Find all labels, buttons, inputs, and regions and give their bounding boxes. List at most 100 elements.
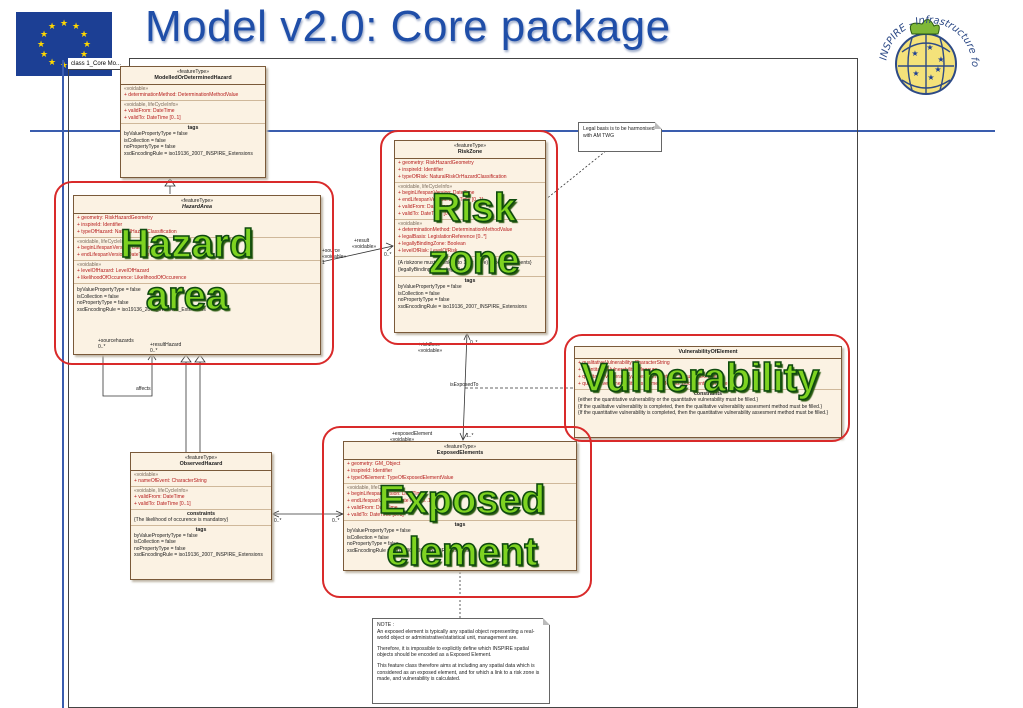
section-label: «voidable, lifeCycleInfo» <box>398 184 453 190</box>
svg-text:★: ★ <box>60 61 68 71</box>
attribute: + typeOfRisk: NaturalRiskOrHazardClassif… <box>398 174 507 180</box>
svg-text:★: ★ <box>48 58 56 68</box>
attribute: + inspireId: Identifier <box>398 167 444 173</box>
class-stereotype: «featureType» <box>454 143 486 149</box>
attribute: + validTo: DateTime [0..1] <box>134 501 191 507</box>
generalization-arrowhead-2 <box>194 354 206 363</box>
tag: isCollection = false <box>77 293 119 300</box>
attribute: + validFrom: DateTime <box>124 108 175 114</box>
assoc-label-affects: affects <box>136 386 151 392</box>
tag: xsdEncodingRule = iso19136_2007_INSPIRE_… <box>124 150 253 157</box>
class-name: HazardArea <box>182 204 212 210</box>
tag: isCollection = false <box>134 539 176 546</box>
assoc-label-mult2: 0..* <box>384 252 392 258</box>
tag: xsdEncodingRule = iso19136_2007_INSPIRE_… <box>347 547 476 554</box>
constraint: {A riskzone must be linked to 1 (or more… <box>398 260 532 266</box>
overlay-label-vulnerability: Vulnerability <box>580 356 820 400</box>
highlight-hazard-area <box>54 181 334 365</box>
class-exposed-elements[interactable]: «featureType»ExposedElements + geometry:… <box>343 441 577 571</box>
class-modelled-hazard[interactable]: «featureType»ModelledOrDeterminedHazard … <box>120 66 266 178</box>
tag: xsdEncodingRule = iso19136_2007_INSPIRE_… <box>134 552 263 559</box>
constraint: {either the quantitative vulnerability o… <box>578 397 759 403</box>
assoc-label-resulthazard: +resultHazard <box>150 342 182 348</box>
tag: xsdEncodingRule = iso19136_2007_INSPIRE_… <box>77 306 206 313</box>
class-name: ModelledOrDeterminedHazard <box>154 75 232 81</box>
tags-title: tags <box>187 125 199 131</box>
assoc-label-voidable4: «voidable» <box>390 437 415 443</box>
class-name: RiskZone <box>457 149 483 155</box>
attribute: + geometry: GM_Object <box>347 461 401 467</box>
overlay-hazard-line1: Hazard <box>119 222 254 266</box>
overlay-label-risk: Risk zone <box>414 186 534 282</box>
inspire-logo: ★★★ ★★★ INSPIRE - Infrastructure for Spa… <box>863 0 988 114</box>
class-risk-zone[interactable]: «featureType»RiskZone + geometry: RiskHa… <box>394 140 546 333</box>
class-stereotype: «featureType» <box>185 455 217 461</box>
overlay-risk-line1: Risk <box>431 186 517 230</box>
tag: noPropertyType = false <box>398 297 450 304</box>
class-name: VulnerabilityOfElement <box>678 349 738 355</box>
attribute: + typeOfHazard: NaturalHazardClassificat… <box>77 229 177 235</box>
constraint: {If the quantitative vulnerability is co… <box>578 410 829 417</box>
assoc-label-voidable1: «voidable» <box>322 254 347 260</box>
note-legal-basis: Legal basis is to be harmonised with AM … <box>578 122 662 152</box>
attribute: + validFrom: DateTime <box>347 505 398 511</box>
assoc-label-voidable2: «voidable» <box>352 244 377 250</box>
section-label: «voidable» <box>398 221 423 227</box>
overlay-hazard-line2: area <box>145 274 229 318</box>
attribute: + validFrom: DateTime <box>134 494 185 500</box>
attribute: + inspireId: Identifier <box>77 222 123 228</box>
section-label: «voidable, lifeCycleInfo» <box>124 102 179 108</box>
slide-title: Model v2.0: Core package <box>145 2 671 51</box>
class-hazard-area[interactable]: «featureType»HazardArea + geometry: Risk… <box>73 195 321 355</box>
assoc-label-source: +source <box>322 248 340 254</box>
note-paragraph: This feature class therefore aims at inc… <box>377 662 540 683</box>
assoc-label-result: +result <box>354 238 370 244</box>
attribute: + quantitativeVulnerabilityAssessmentMet… <box>578 381 728 387</box>
attribute: + nameOfEvent: CharacterString <box>134 478 207 484</box>
tag: isCollection = false <box>347 534 389 541</box>
section-label: «voidable» <box>124 86 149 92</box>
attribute: + levelOfHazard: LevelOfHazard <box>77 268 150 274</box>
class-name: ObservedHazard <box>179 461 223 467</box>
attribute: + determinationMethod: DeterminationMeth… <box>398 227 513 233</box>
attribute: + geometry: RiskHazardGeometry <box>398 160 474 166</box>
assoc-label-mult8: 0..* <box>332 518 340 524</box>
assoc-label-mult7: 0..* <box>274 518 282 524</box>
note-paragraph: NOTE : An exposed element is typically a… <box>377 622 535 642</box>
tag: xsdEncodingRule = iso19136_2007_INSPIRE_… <box>398 303 527 310</box>
attribute: + endLifespanVersion: DateTime [0..1] <box>398 197 484 203</box>
attribute: + legallyBindingZone: Boolean <box>398 241 466 247</box>
left-rule <box>62 60 64 708</box>
class-stereotype: «featureType» <box>181 198 213 204</box>
attribute: + validTo: DateTime [0..1] <box>398 211 455 217</box>
tag: noPropertyType = false <box>77 300 129 307</box>
svg-text:★: ★ <box>60 19 68 29</box>
tags-title: tags <box>464 278 476 285</box>
tags-title: tags <box>195 526 207 533</box>
overlay-label-exposed: Exposed element <box>372 478 552 573</box>
assoc-label-mult4: 0..* <box>150 348 158 354</box>
class-vulnerability[interactable]: VulnerabilityOfElement + qualitativeVuln… <box>574 346 842 438</box>
attribute: + inspireId: Identifier <box>347 468 393 474</box>
overlay-risk-line2: zone <box>428 238 521 282</box>
overlay-exposed-line1: Exposed <box>378 478 546 522</box>
assoc-label-mult1: 1 <box>322 260 325 266</box>
svg-text:★: ★ <box>80 30 88 40</box>
section-label: «voidable, lifeCycleInfo» <box>134 488 189 494</box>
note-legal-text: Legal basis is to be harmonised with AM … <box>583 126 655 139</box>
class-observed-hazard[interactable]: «featureType»ObservedHazard «voidable»+ … <box>130 452 272 580</box>
assoc-label-voidable3: «voidable» <box>418 348 443 354</box>
eu-flag-logo: ★★★ ★★★ ★★★ ★★★ <box>16 12 112 76</box>
svg-text:★: ★ <box>83 40 91 50</box>
svg-text:★: ★ <box>37 40 45 50</box>
attribute: + determinationMethod: DeterminationMeth… <box>124 92 239 98</box>
attribute: + endLifespanVersion: DateTime [0..1] <box>77 252 163 258</box>
attribute: + qualitativeVulnerability: CharacterStr… <box>578 360 670 366</box>
assoc-label-sourcehazards: +sourcehazards <box>98 338 134 344</box>
attribute: + beginLifespanVersion: DateTime <box>347 491 424 497</box>
attribute: + qualitativeVulnerabilityAssessmentMeth… <box>578 374 725 380</box>
tag: byValuePropertyType = false <box>77 287 141 293</box>
assoc-label-exposedelement: +exposedElement <box>392 431 433 437</box>
highlight-exposed-element <box>322 426 592 598</box>
svg-text:★: ★ <box>937 55 944 64</box>
